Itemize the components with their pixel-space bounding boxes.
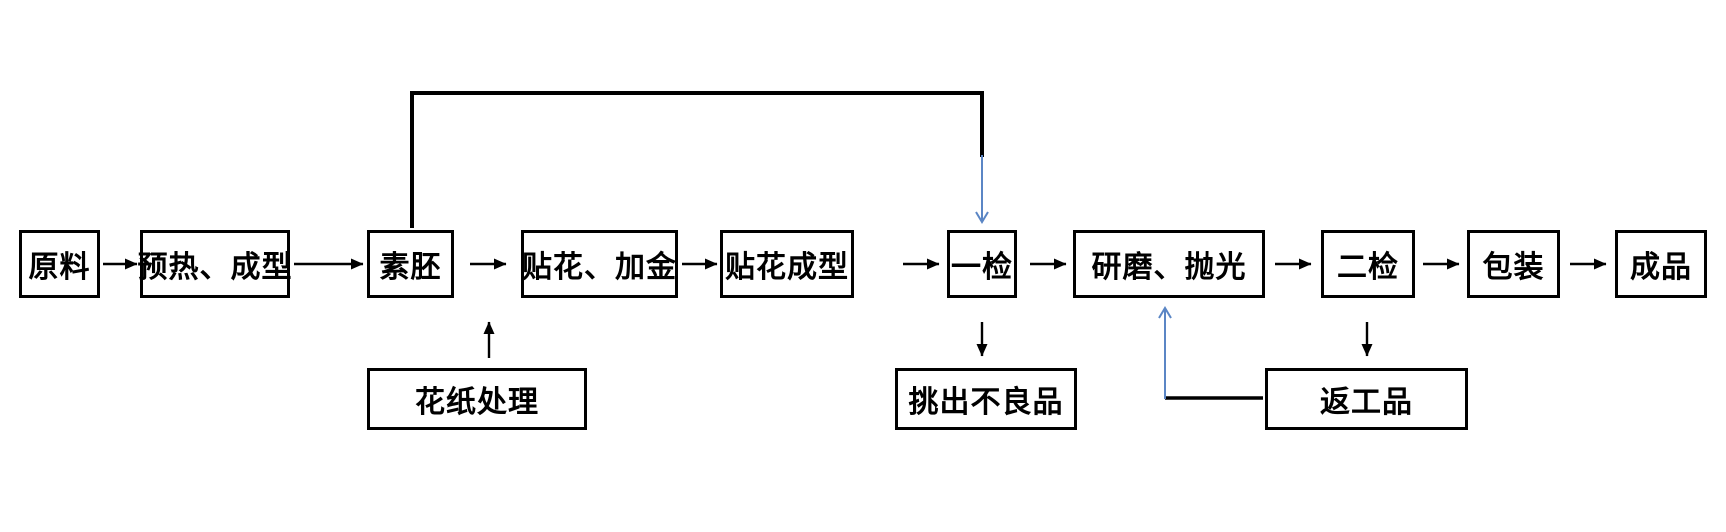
node-rework-items: 返工品 xyxy=(1265,368,1468,430)
node-preheat-forming: 预热、成型 xyxy=(138,230,292,298)
node-grinding-polishing: 研磨、抛光 xyxy=(1073,230,1265,298)
node-decal-forming: 贴花成型 xyxy=(720,230,854,298)
node-packaging: 包装 xyxy=(1467,230,1560,298)
node-first-inspection: 一检 xyxy=(947,230,1017,298)
node-decal-gilding: 贴花、加金 xyxy=(521,230,678,298)
node-second-inspection: 二检 xyxy=(1321,230,1415,298)
node-defective-picked-out: 挑出不良品 xyxy=(895,368,1077,430)
feedback-bisque-to-insp1 xyxy=(410,91,989,228)
feedback-rework-to-grind xyxy=(1158,306,1263,400)
node-finished-product: 成品 xyxy=(1615,230,1707,298)
branch-arrows xyxy=(483,321,1373,358)
node-bisque-blank: 素胚 xyxy=(367,230,454,298)
node-raw-material: 原料 xyxy=(19,230,100,298)
node-decal-paper-processing: 花纸处理 xyxy=(367,368,587,430)
